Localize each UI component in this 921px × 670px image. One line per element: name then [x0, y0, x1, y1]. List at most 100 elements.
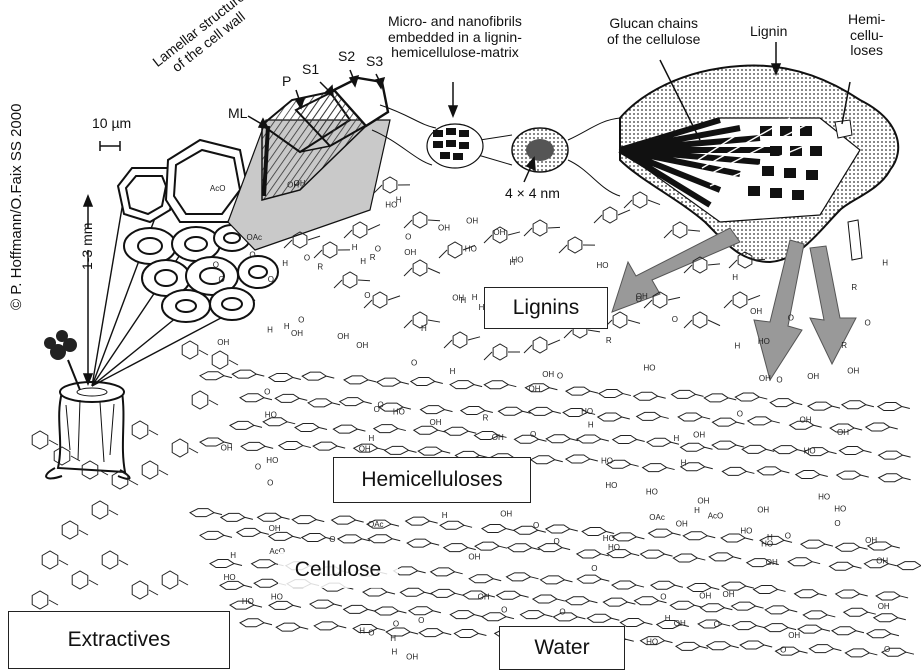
sugar-ring-shape — [770, 399, 794, 407]
formula-fragment: OH — [800, 415, 812, 424]
bond-line — [708, 320, 720, 326]
formula-fragment: H — [359, 627, 365, 636]
bond-line — [825, 544, 833, 546]
bond-line — [468, 337, 480, 340]
bond-line — [772, 421, 780, 423]
bond-line — [833, 649, 841, 651]
formula-fragment: R — [606, 336, 612, 345]
nanofibril-oval — [512, 128, 568, 172]
bond-line — [484, 235, 492, 243]
formula-fragment: O — [368, 628, 374, 637]
ring-shape — [102, 551, 118, 569]
sugar-ring-shape — [302, 372, 326, 380]
formula-fragment: R — [483, 414, 489, 423]
bond-line — [697, 558, 705, 560]
sugar-ring-shape — [748, 417, 772, 425]
bond-line — [764, 645, 772, 647]
bond-line — [664, 641, 672, 643]
bond-line — [555, 460, 563, 462]
formula-fragment: O — [737, 410, 743, 419]
ring-shape — [733, 292, 747, 308]
sugar-ring-shape — [801, 540, 825, 548]
bond-line — [303, 446, 311, 448]
sugar-ring-shape — [314, 622, 338, 630]
formula-fragment: HO — [581, 407, 593, 416]
bond-line — [337, 446, 345, 448]
bond-line — [756, 606, 764, 608]
bond-line — [404, 220, 412, 228]
bond-line — [499, 546, 507, 548]
sugar-ring-shape — [599, 390, 623, 398]
scale-mm-label: 1-3 mm — [80, 223, 96, 270]
formula-fragment: OH — [750, 307, 762, 316]
formula-fragment: OH — [438, 223, 450, 232]
bond-line — [661, 416, 669, 418]
sugar-ring-shape — [444, 544, 468, 552]
bond-line — [890, 427, 898, 429]
sugar-ring-shape — [444, 427, 468, 435]
formula-fragment: H — [694, 506, 700, 515]
formula-fragment: O — [267, 479, 273, 488]
sugar-ring-shape — [598, 413, 622, 421]
sugar-ring-shape — [634, 597, 658, 605]
bond-line — [444, 340, 452, 348]
sugar-ring-shape — [237, 528, 261, 536]
sugar-ring-shape — [254, 579, 278, 587]
sugar-ring-shape — [722, 467, 746, 475]
bond-line — [696, 394, 704, 396]
ring-shape — [633, 192, 647, 208]
sugar-ring-shape — [275, 394, 299, 402]
ring-shape — [192, 391, 208, 409]
lamellar-cell-wall — [228, 78, 390, 250]
bond-line — [474, 615, 482, 617]
bond-line — [588, 330, 600, 332]
bond-line — [902, 407, 910, 409]
formula-fragment: OAc — [649, 513, 665, 522]
bond-line — [433, 611, 441, 613]
formula-fragment: OH — [878, 602, 890, 611]
sugar-ring-shape — [788, 558, 812, 566]
bond-line — [428, 268, 440, 273]
ring-shape — [32, 431, 48, 449]
bond-line — [722, 624, 730, 626]
bond-line — [724, 608, 732, 610]
formula-fragment: R — [841, 341, 847, 350]
bond-line — [398, 611, 406, 613]
bond-line — [244, 585, 252, 587]
sugar-ring-shape — [676, 642, 700, 650]
sugar-ring-shape — [735, 393, 759, 401]
formula-fragment: OH — [699, 592, 711, 601]
bond-line — [478, 633, 486, 635]
formula-fragment: H — [472, 293, 478, 302]
bond-line — [903, 478, 911, 480]
bond-line — [431, 543, 439, 545]
p-label: P — [282, 74, 291, 90]
sugar-ring-shape — [533, 595, 557, 603]
sugar-ring-shape — [837, 471, 861, 479]
bond-line — [868, 612, 876, 614]
formula-fragment: R — [851, 283, 857, 292]
sugar-ring-shape — [469, 575, 493, 583]
s3-label: S3 — [366, 54, 383, 70]
bond-line — [224, 535, 232, 537]
sugar-ring-shape — [651, 581, 675, 589]
bond-line — [392, 539, 400, 541]
bond-line — [565, 580, 573, 582]
bond-line — [729, 260, 737, 268]
bond-line — [562, 548, 570, 550]
formula-fragment: OH — [291, 329, 303, 338]
bond-line — [245, 517, 253, 519]
formula-fragment: OH — [406, 652, 418, 661]
bond-line — [455, 572, 463, 574]
formula-fragment: HO — [644, 363, 656, 372]
sugar-ring-shape — [832, 627, 856, 635]
bond-line — [428, 320, 440, 322]
ring-shape — [613, 312, 627, 328]
formula-fragment: H — [442, 511, 448, 520]
formula-fragment: O — [304, 253, 310, 262]
bond-line — [711, 588, 719, 590]
sugar-ring-shape — [508, 544, 532, 552]
formula-fragment: H — [392, 648, 398, 657]
formula-fragment: O — [672, 315, 678, 324]
formula-fragment: H — [732, 273, 738, 282]
